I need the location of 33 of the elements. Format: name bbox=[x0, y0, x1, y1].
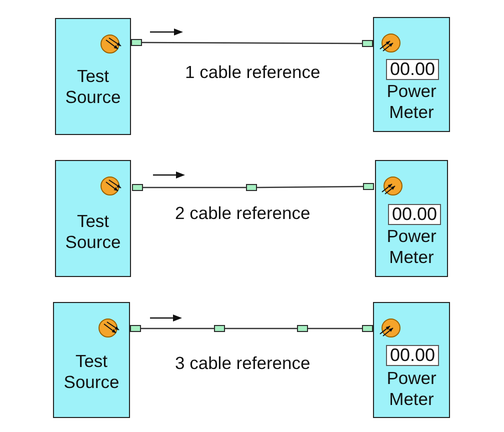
cable-connector bbox=[246, 184, 257, 191]
instrument-box bbox=[375, 160, 448, 277]
cable-connector bbox=[131, 39, 142, 46]
readout-display: 00.00 bbox=[386, 345, 439, 366]
cable-line bbox=[143, 186, 246, 188]
instrument-box bbox=[55, 18, 131, 135]
cable-line bbox=[141, 328, 214, 330]
cable-line bbox=[225, 328, 297, 330]
instrument-box bbox=[373, 17, 450, 132]
device-label: Test Source bbox=[62, 351, 120, 393]
cable-connector bbox=[132, 184, 143, 191]
readout-display: 00.00 bbox=[386, 59, 439, 80]
cable-connector bbox=[297, 325, 308, 332]
readout-display: 00.00 bbox=[388, 204, 441, 225]
device-label: Test Source bbox=[64, 66, 122, 108]
device-label: Power Meter bbox=[386, 368, 438, 410]
device-label: Power Meter bbox=[386, 81, 438, 123]
setup-caption: 1 cable reference bbox=[185, 62, 320, 82]
instrument-box bbox=[55, 160, 131, 277]
cable-connector bbox=[363, 183, 374, 190]
device-label: Power Meter bbox=[386, 226, 438, 268]
cable-line bbox=[142, 42, 362, 44]
cable-line bbox=[308, 328, 362, 330]
cable-connector bbox=[214, 325, 225, 332]
device-label: Test Source bbox=[64, 211, 122, 253]
instrument-box bbox=[53, 302, 130, 418]
cable-line bbox=[257, 186, 363, 188]
setup-caption: 2 cable reference bbox=[175, 203, 310, 223]
cable-connector bbox=[362, 325, 373, 332]
instrument-box bbox=[373, 302, 450, 418]
cable-connector bbox=[362, 40, 373, 47]
setup-caption: 3 cable reference bbox=[175, 353, 310, 373]
cable-connector bbox=[130, 325, 141, 332]
